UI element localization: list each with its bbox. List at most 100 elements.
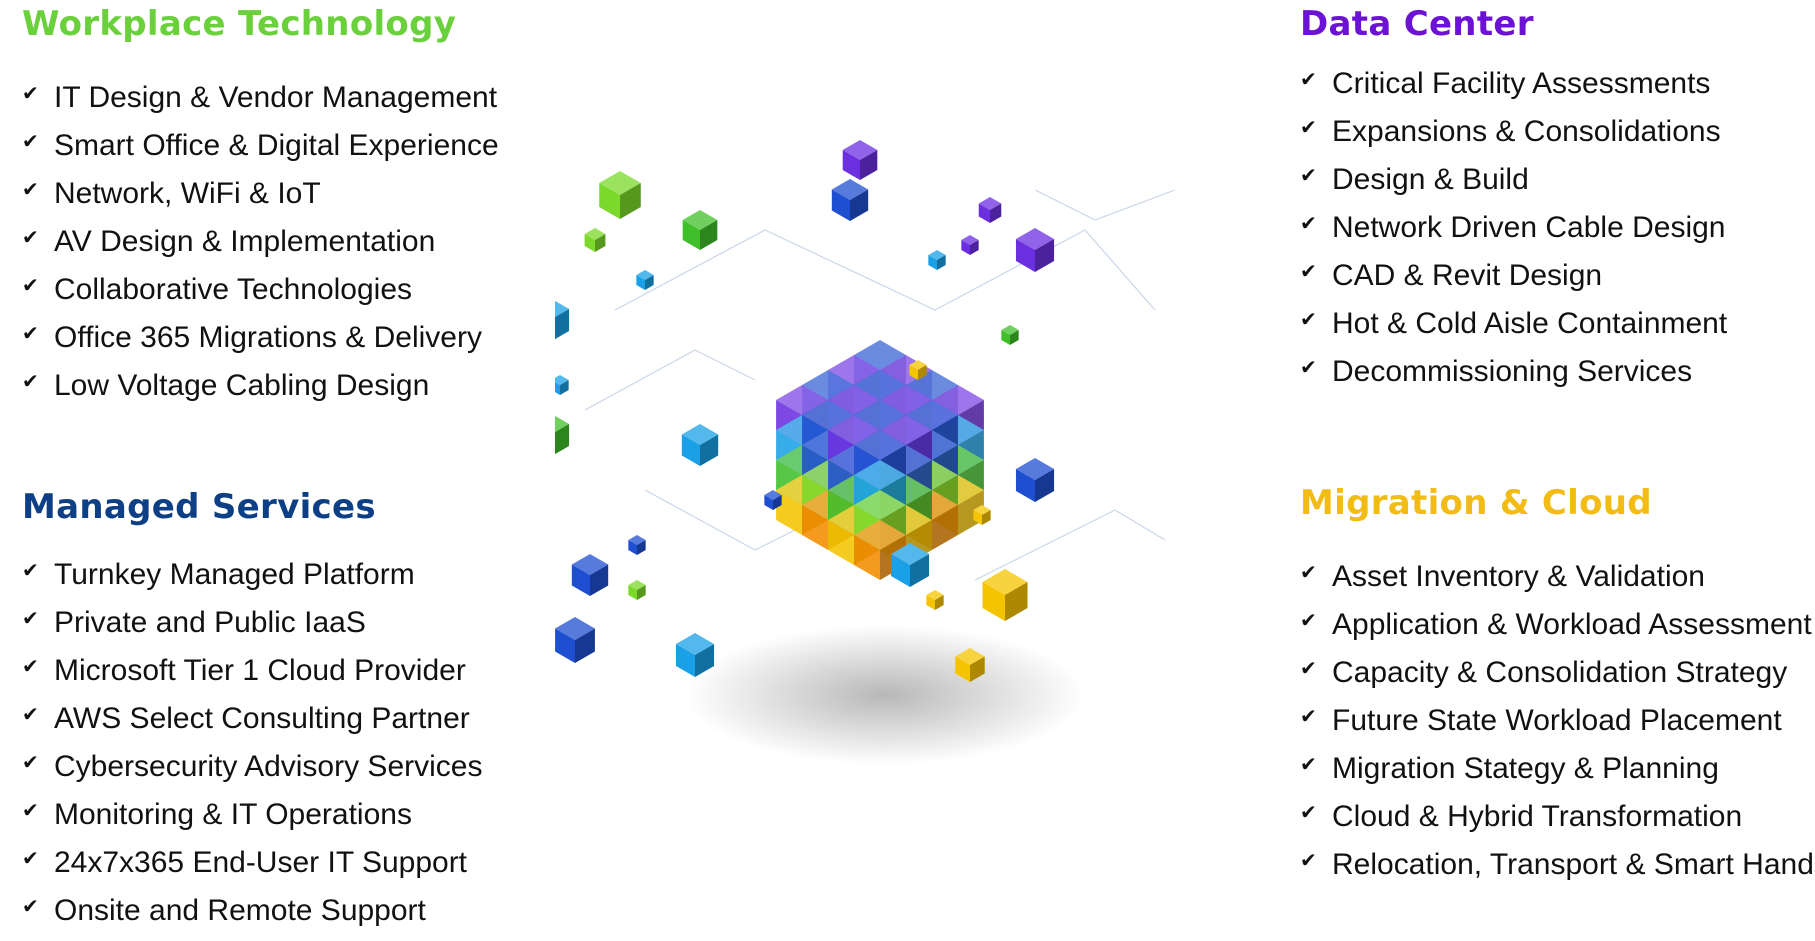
list-item: ✔AWS Select Consulting Partner	[22, 701, 482, 749]
cube-right-face	[935, 595, 944, 610]
list-item: ✔Capacity & Consolidation Strategy	[1300, 655, 1815, 703]
list-item: ✔ Network, WiFi & IoT	[22, 176, 499, 224]
list-item: ✔Turnkey Managed Platform	[22, 557, 482, 605]
cube-right-face	[645, 275, 654, 290]
checkmark-icon: ✔	[22, 656, 39, 678]
small-cube-icon	[1015, 458, 1055, 502]
small-cube-icon	[555, 300, 570, 340]
cube-left-face	[681, 434, 700, 466]
main-cube-icon	[776, 340, 984, 580]
small-cube-icon	[842, 140, 878, 180]
small-cube-icon	[831, 179, 869, 221]
cube-right-face	[990, 203, 1002, 223]
cube-top-face	[584, 228, 606, 240]
cube-left-face	[682, 220, 700, 250]
list-item: ✔Migration Stategy & Planning	[1300, 751, 1815, 799]
cube-right-face	[1010, 330, 1019, 345]
list-item: ✔ Relocation, Transport & Smart Hands	[1300, 847, 1815, 895]
checkmark-icon: ✔	[22, 704, 39, 726]
list-item: ✔Critical Facility Assessments	[1300, 66, 1727, 114]
cube-right-face	[957, 490, 984, 535]
list-item: ✔Asset Inventory & Validation	[1300, 559, 1815, 607]
list-item: ✔ Network Driven Cable Design	[1300, 210, 1727, 258]
cube-top-face	[854, 430, 906, 460]
cube-left-face	[831, 189, 850, 221]
list-item: ✔Application & Workload Assessment	[1300, 607, 1815, 655]
list-item: ✔Cloud & Hybrid Transformation	[1300, 799, 1815, 847]
cube-right-face	[637, 540, 646, 555]
cube-right-face	[850, 189, 869, 221]
list-item: ✔Private and Public IaaS	[22, 605, 482, 653]
cube-left-face	[982, 582, 1005, 621]
cube-left-face	[675, 644, 695, 677]
list-item-label: Network, WiFi & IoT	[54, 177, 321, 210]
cube-right-face	[575, 628, 595, 663]
list-item: ✔AV Design & Implementation	[22, 224, 499, 272]
connector-line	[614, 229, 1156, 311]
cube-right-face	[931, 505, 958, 550]
workplace-technology-section: Workplace Technology ✔IT Design & Vendor…	[22, 4, 499, 416]
list-item: ✔CAD & Revit Design	[1300, 258, 1727, 306]
cube-top-face	[555, 415, 570, 433]
cube-top-face	[555, 300, 570, 318]
cube-top-face	[955, 648, 985, 665]
cube-top-face	[831, 179, 869, 200]
checkmark-icon: ✔	[22, 896, 39, 918]
small-cube-icon	[1001, 325, 1019, 345]
small-cube-icon	[681, 424, 719, 466]
managed-services-section: Managed Services ✔Turnkey Managed Platfo…	[22, 487, 482, 941]
cube-top-face	[854, 340, 906, 370]
list-item-label: Relocation, Transport & Smart Hands	[1332, 848, 1815, 881]
migration-cloud-title: Migration & Cloud	[1300, 483, 1652, 523]
small-cube-icon	[890, 543, 930, 587]
connector-line	[974, 509, 1166, 581]
small-cube-icon	[1015, 228, 1055, 272]
checkmark-icon: ✔	[1300, 850, 1317, 872]
list-item: ✔Future State Workload Placement	[1300, 703, 1815, 751]
list-item-label: Office 365 Migrations & Delivery	[54, 321, 482, 354]
list-item-label: Cloud & Hybrid Transformation	[1332, 800, 1743, 833]
checkmark-icon: ✔	[22, 608, 39, 630]
small-cube-icon	[584, 228, 606, 252]
checkmark-icon: ✔	[22, 560, 39, 582]
cube-top-face	[802, 370, 855, 400]
checkmark-icon: ✔	[22, 275, 39, 297]
list-item-label: Network Driven Cable Design	[1332, 211, 1726, 244]
cube-right-face	[937, 255, 946, 270]
cube-top-face	[1001, 325, 1019, 335]
migration-cloud-list: ✔Asset Inventory & Validation✔Applicatio…	[1300, 559, 1815, 895]
checkmark-icon: ✔	[22, 800, 39, 822]
list-item: ✔Microsoft Tier 1 Cloud Provider	[22, 653, 482, 701]
cube-top-face	[880, 415, 932, 445]
cube-top-face	[555, 375, 569, 385]
cube-right-face	[918, 365, 927, 380]
small-cube-icon	[555, 617, 595, 663]
small-cube-icon	[682, 210, 718, 250]
workplace-technology-title: Workplace Technology	[22, 4, 457, 44]
list-item: ✔ Office 365 Migrations & Delivery	[22, 320, 499, 368]
cube-top-face	[628, 580, 646, 590]
cube-left-face	[571, 564, 590, 596]
cube-left-face	[854, 535, 880, 580]
small-cube-icon	[599, 171, 641, 219]
cube-top-face	[764, 490, 782, 500]
cube-right-face	[595, 234, 606, 252]
checkmark-icon: ✔	[22, 179, 39, 201]
managed-services-title: Managed Services	[22, 487, 376, 527]
cube-left-face	[890, 554, 910, 587]
checkmark-icon: ✔	[1300, 213, 1317, 235]
connector-line	[1034, 189, 1176, 221]
checkmark-icon: ✔	[1300, 309, 1317, 331]
cube-left-face	[978, 203, 990, 223]
small-cube-icon	[628, 580, 646, 600]
cube-left-face	[584, 234, 595, 252]
cube-top-face	[854, 490, 906, 520]
data-center-list: ✔Critical Facility Assessments✔Expansion…	[1300, 66, 1727, 402]
cube-right-face	[700, 220, 718, 250]
list-item-label: Hot & Cold Aisle Containment	[1332, 307, 1728, 340]
cube-right-face	[555, 309, 570, 340]
cube-right-face	[970, 240, 979, 255]
checkmark-icon: ✔	[22, 323, 39, 345]
cube-top-face	[961, 235, 979, 245]
cube-left-face	[628, 585, 637, 600]
